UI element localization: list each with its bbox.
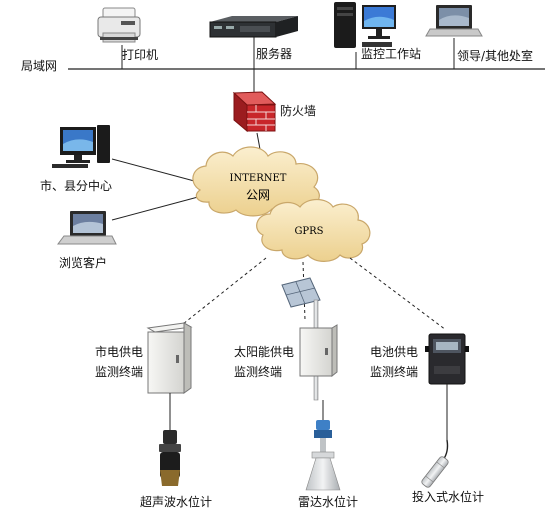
browse-laptop-icon	[57, 211, 117, 245]
printer-icon	[97, 7, 141, 43]
mains-terminal-line1: 市电供电	[95, 345, 144, 359]
desktop-pc-icon	[52, 125, 110, 168]
leader-office-label: 领导/其他处室	[457, 49, 534, 63]
server-label: 服务器	[256, 47, 293, 61]
client-links	[111, 158, 199, 221]
mains-cabinet-icon	[146, 322, 193, 430]
firewall-icon	[232, 91, 277, 133]
mains-terminal-line2: 监测终端	[95, 365, 144, 379]
firewall-label: 防火墙	[280, 104, 317, 118]
internet-cloud-label: INTERNET	[230, 173, 287, 184]
radar-sensor-icon	[305, 420, 341, 491]
browse-client-label: 浏览客户	[59, 256, 108, 270]
submersible-label: 投入式水位计	[412, 490, 485, 504]
workstation-icon	[334, 2, 396, 48]
battery-terminal-line2: 监测终端	[370, 365, 419, 379]
battery-terminal-line1: 电池供电	[370, 345, 419, 359]
county-center-label: 市、县分中心	[40, 179, 113, 193]
submersible-sensor-icon	[421, 439, 449, 488]
lan-backbone	[68, 37, 545, 161]
radar-label: 雷达水位计	[298, 495, 359, 509]
solar-terminal-line2: 监测终端	[234, 365, 283, 379]
server-icon	[209, 16, 298, 38]
ultrasonic-label: 超声波水位计	[140, 495, 213, 509]
lan-label: 局域网	[21, 59, 58, 73]
solar-station-icon	[281, 277, 338, 420]
internet-cloud	[192, 146, 320, 217]
battery-terminal-icon	[425, 333, 469, 440]
wireless-links	[177, 257, 447, 331]
ultrasonic-sensor-icon	[159, 430, 181, 486]
solar-terminal-line1: 太阳能供电	[234, 345, 295, 359]
gprs-cloud-label: GPRS	[294, 226, 323, 237]
gprs-cloud	[256, 198, 371, 262]
internet-cloud-sublabel: 公网	[246, 188, 270, 202]
laptop-icon	[425, 5, 483, 37]
workstation-label: 监控工作站	[361, 47, 422, 61]
printer-label: 打印机	[122, 48, 159, 62]
